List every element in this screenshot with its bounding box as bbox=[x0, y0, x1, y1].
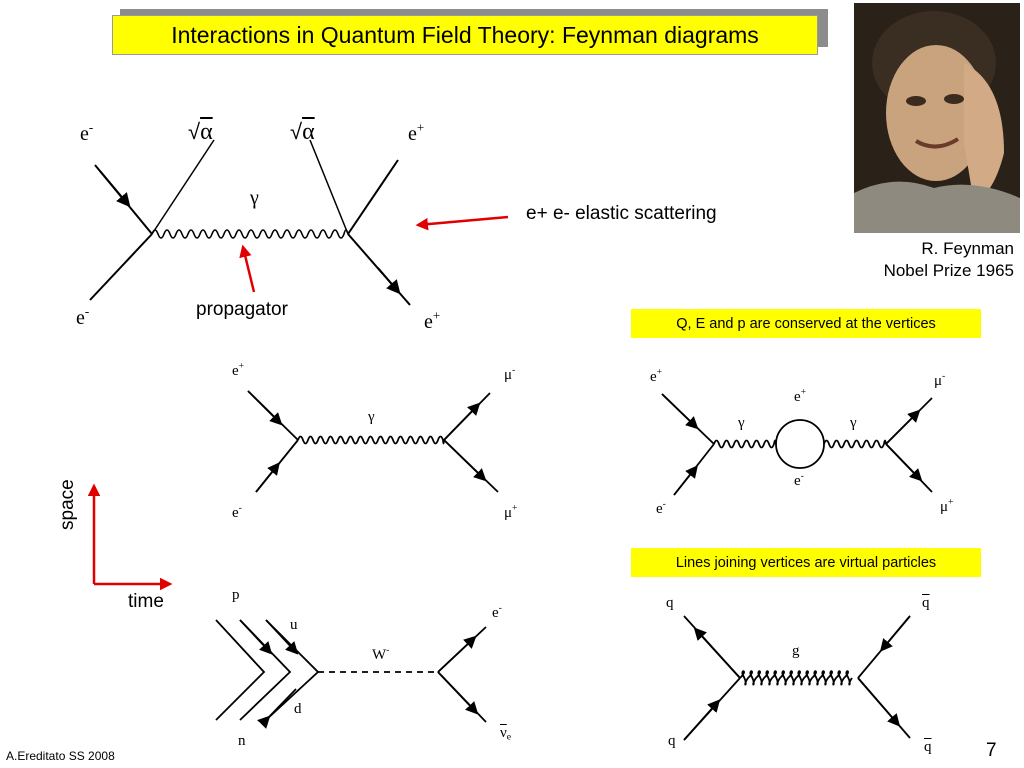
scattering-label: e+ e- elastic scattering bbox=[526, 203, 717, 224]
time-axis-label: time bbox=[128, 591, 164, 612]
diagram-1-scattering bbox=[89, 139, 411, 306]
scattering-pointer-arrow bbox=[415, 215, 509, 231]
footer-author: A.Ereditato SS 2008 bbox=[6, 749, 115, 763]
diagram-2-annihilation bbox=[247, 390, 499, 493]
photo-caption: R. Feynman Nobel Prize 1965 bbox=[884, 238, 1014, 282]
note-conserved: Q, E and p are conserved at the vertices bbox=[631, 309, 981, 338]
space-time-axes bbox=[87, 483, 173, 591]
d4-label-anti-nu-e: νe bbox=[500, 725, 512, 743]
propagator-label: propagator bbox=[196, 299, 288, 320]
d1-label-e-plus-top: e+ bbox=[408, 119, 425, 145]
d5-label-qbar-top-right: q bbox=[922, 595, 930, 611]
d2-label-e-minus: e- bbox=[232, 502, 242, 521]
d4-quark-line-3 bbox=[265, 619, 320, 721]
d1-label-e-minus-bottom: e- bbox=[76, 303, 90, 329]
d4-label-u: u bbox=[290, 617, 298, 633]
d1-photon-propagator bbox=[151, 229, 349, 239]
propagator-pointer-arrow bbox=[239, 244, 256, 293]
d1-line-bottom-left bbox=[89, 233, 153, 301]
d2-label-gamma: γ bbox=[368, 409, 375, 425]
d4-label-e-minus: e- bbox=[492, 602, 502, 621]
d2-label-mu-plus: μ+ bbox=[504, 502, 518, 521]
d5-label-q-bottom-left: q bbox=[668, 733, 676, 749]
d4-label-w-minus: W- bbox=[372, 644, 390, 663]
d2-label-mu-minus: μ- bbox=[504, 364, 516, 383]
d3-photon-left bbox=[713, 439, 777, 449]
note-virtual: Lines joining vertices are virtual parti… bbox=[631, 548, 981, 577]
d3-label-loop-e-minus: e- bbox=[794, 470, 804, 489]
d4-label-d: d bbox=[294, 701, 302, 717]
d1-label-gamma: γ bbox=[250, 187, 259, 209]
d4-label-n: n bbox=[238, 733, 246, 749]
note-virtual-text: Lines joining vertices are virtual parti… bbox=[675, 554, 937, 571]
d3-label-gamma-right: γ bbox=[850, 415, 857, 431]
d3-electron-loop bbox=[775, 419, 825, 469]
d1-line-top-right bbox=[347, 159, 399, 235]
d3-label-gamma-left: γ bbox=[738, 415, 745, 431]
d3-label-mu-minus: μ- bbox=[934, 370, 946, 389]
d1-label-sqrt-alpha-left: √α bbox=[188, 119, 213, 145]
page-number: 7 bbox=[986, 740, 997, 761]
d3-label-loop-e-plus: e+ bbox=[794, 386, 807, 405]
slide-title-text: Interactions in Quantum Field Theory: Fe… bbox=[171, 21, 759, 48]
slide-title: Interactions in Quantum Field Theory: Fe… bbox=[112, 15, 818, 55]
diagram-5-gluon bbox=[683, 615, 911, 741]
d2-label-e-plus: e+ bbox=[232, 360, 245, 379]
d1-label-e-minus-top: e- bbox=[80, 119, 94, 145]
space-axis-label: space bbox=[57, 479, 78, 530]
d1-line-alpha-right bbox=[309, 139, 349, 235]
portrait-image bbox=[854, 3, 1020, 233]
d1-label-e-plus-bottom: e+ bbox=[424, 307, 441, 333]
red-arrows bbox=[239, 215, 509, 293]
diagram-4-beta-decay bbox=[215, 619, 487, 729]
diagram-3-loop bbox=[661, 393, 933, 496]
d3-label-e-minus: e- bbox=[656, 498, 666, 517]
feynman-photo bbox=[854, 3, 1020, 233]
d3-label-mu-plus: μ+ bbox=[940, 496, 954, 515]
photo-caption-name: R. Feynman bbox=[921, 239, 1014, 258]
note-conserved-text: Q, E and p are conserved at the vertices bbox=[676, 315, 936, 332]
d1-line-alpha-left bbox=[151, 139, 215, 235]
d3-label-e-plus: e+ bbox=[650, 366, 663, 385]
d5-label-q-top-left: q bbox=[666, 595, 674, 611]
d3-photon-right bbox=[823, 439, 887, 449]
d5-gluon-propagator bbox=[739, 670, 853, 686]
photo-caption-award: Nobel Prize 1965 bbox=[883, 261, 1014, 280]
d2-photon-propagator bbox=[297, 435, 445, 445]
d5-label-gluon: g bbox=[792, 643, 800, 659]
d1-label-sqrt-alpha-right: √α bbox=[290, 119, 315, 145]
d5-label-qbar-bottom-right: q bbox=[924, 739, 932, 755]
d4-label-p: p bbox=[232, 587, 240, 603]
d4-quark-line-1 bbox=[215, 619, 266, 721]
